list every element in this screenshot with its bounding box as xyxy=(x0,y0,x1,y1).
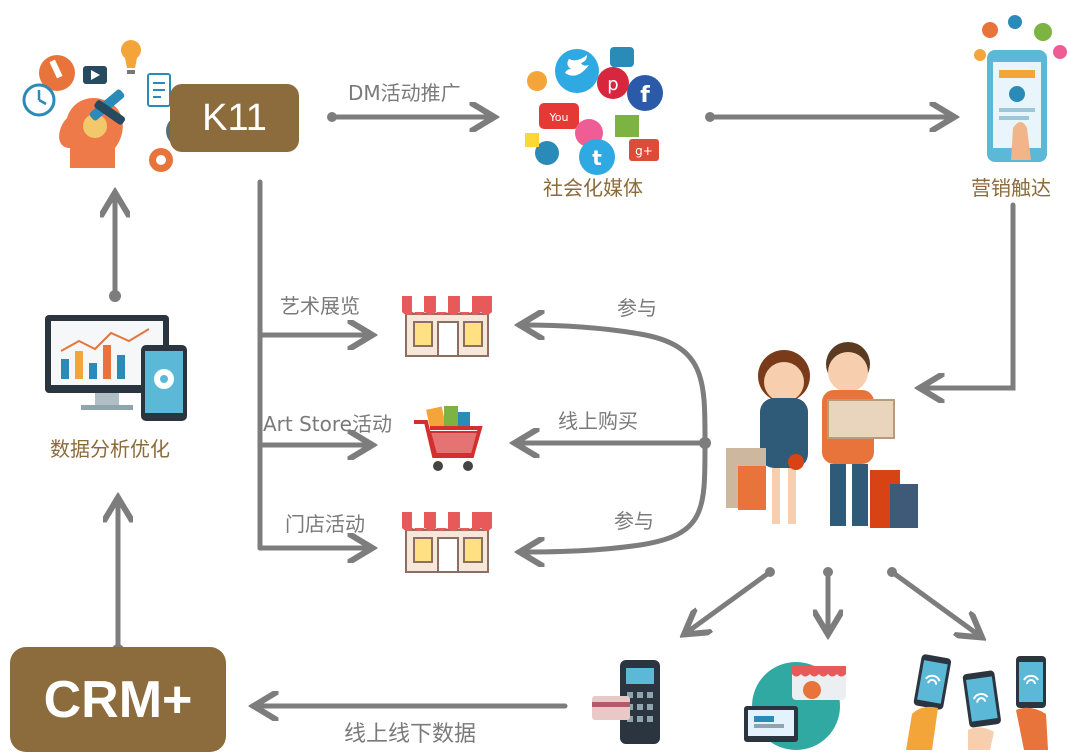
pos-terminal-icon xyxy=(592,660,660,744)
crm-node: CRM+ xyxy=(10,647,226,752)
mobile-users-icon xyxy=(906,654,1048,750)
svg-text:You: You xyxy=(549,111,569,124)
k11-label: K11 xyxy=(202,96,267,139)
shoppers-illustration xyxy=(726,342,918,528)
arrow-marketing-to-customers xyxy=(922,202,1016,388)
arrow-to-pos xyxy=(686,569,773,633)
shopping-cart-icon xyxy=(414,406,483,471)
crm-label: CRM+ xyxy=(43,670,193,729)
social-media-icons: p f You t g+ xyxy=(525,47,663,175)
storefront-icon xyxy=(402,296,492,357)
svg-text:t: t xyxy=(592,146,602,170)
analytics-monitor-illustration xyxy=(45,315,187,421)
social-media-label: 社会化媒体 xyxy=(543,176,643,200)
online-purchase-label: 线上购买 xyxy=(558,409,638,433)
participate-bottom-label: 参与 xyxy=(614,509,654,533)
arrow-to-mobile xyxy=(889,569,980,636)
art-store-label: Art Store活动 xyxy=(263,412,392,436)
svg-text:f: f xyxy=(640,83,650,108)
store-event-label: 门店活动 xyxy=(285,512,365,536)
online-store-icon xyxy=(744,662,846,750)
online-offline-data-label: 线上线下数据 xyxy=(344,722,477,747)
k11-node: K11 xyxy=(170,84,299,152)
art-exhibition-label: 艺术展览 xyxy=(280,294,360,318)
arrow-participate-top xyxy=(522,325,708,443)
arrow-participate-bottom xyxy=(522,443,708,552)
marketing-reach-label: 营销触达 xyxy=(971,176,1051,200)
marketing-phone-illustration xyxy=(974,15,1067,162)
svg-text:p: p xyxy=(607,74,618,95)
storefront-icon-2 xyxy=(402,512,492,573)
data-analysis-label: 数据分析优化 xyxy=(50,437,170,461)
dm-promo-label: DM活动推广 xyxy=(348,81,461,105)
svg-text:g+: g+ xyxy=(635,144,653,158)
participate-top-label: 参与 xyxy=(617,296,657,320)
